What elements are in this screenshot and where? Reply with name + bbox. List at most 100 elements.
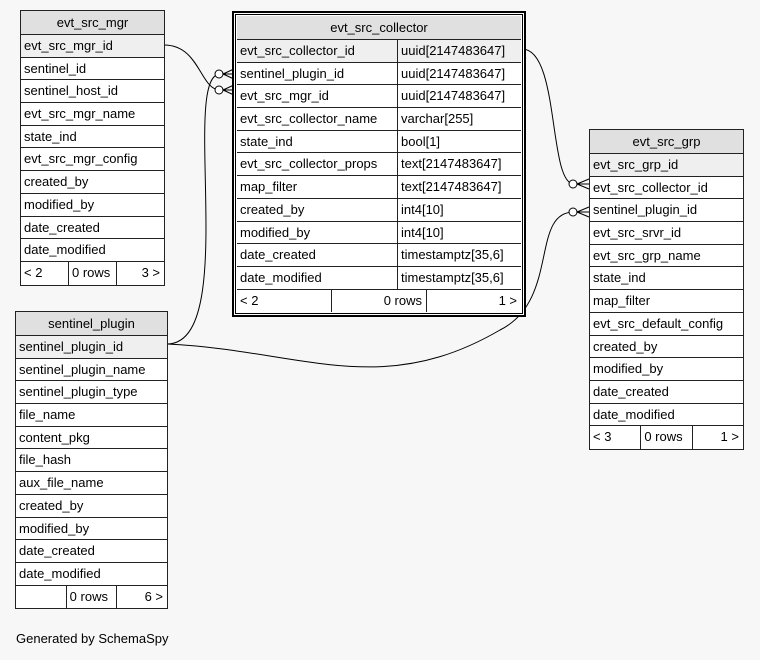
- column-row[interactable]: evt_src_grp_id: [590, 154, 743, 177]
- table-title[interactable]: sentinel_plugin: [16, 312, 167, 336]
- column-name: modified_by: [240, 224, 311, 240]
- column-name: sentinel_plugin_id: [593, 202, 698, 218]
- children-link[interactable]: 6 >: [116, 585, 167, 609]
- column-row[interactable]: modified_by int4[10]: [237, 221, 521, 245]
- column-name: date_created: [240, 247, 316, 263]
- column-name: evt_src_grp_id: [593, 157, 679, 172]
- column-name: evt_src_mgr_config: [24, 151, 138, 167]
- column-type: int4[10]: [397, 221, 521, 244]
- column-row[interactable]: evt_src_srvr_id: [590, 222, 743, 245]
- column-row[interactable]: created_by: [16, 495, 167, 518]
- column-row[interactable]: date_modified: [21, 239, 164, 262]
- column-row[interactable]: state_ind: [590, 267, 743, 291]
- column-row[interactable]: evt_src_collector_id: [590, 177, 743, 200]
- column-row[interactable]: date_created: [590, 381, 743, 404]
- column-name: date_created: [24, 219, 100, 235]
- column-name: evt_src_default_config: [593, 315, 724, 331]
- column-name: created_by: [240, 201, 305, 217]
- column-name: modified_by: [593, 361, 664, 377]
- column-row[interactable]: created_by: [21, 171, 164, 194]
- edge-plugin-to-collector: [166, 73, 221, 345]
- column-name: sentinel_id: [24, 60, 87, 76]
- column-name: evt_src_srvr_id: [593, 225, 682, 241]
- parents-link[interactable]: < 2: [240, 292, 259, 308]
- row-count: 0 rows: [68, 261, 116, 285]
- column-row[interactable]: date_modified: [590, 404, 743, 427]
- column-row[interactable]: modified_by: [590, 358, 743, 381]
- column-row[interactable]: evt_src_grp_name: [590, 245, 743, 268]
- column-type: uuid[2147483647]: [397, 62, 521, 85]
- column-name: created_by: [19, 497, 84, 513]
- column-row[interactable]: date_created: [21, 217, 164, 240]
- parents-link[interactable]: [16, 586, 66, 609]
- column-name: date_created: [593, 383, 669, 399]
- table-title[interactable]: evt_src_grp: [590, 130, 743, 154]
- column-name: map_filter: [240, 179, 298, 195]
- column-row[interactable]: created_by: [590, 336, 743, 359]
- column-row[interactable]: aux_file_name: [16, 472, 167, 495]
- column-name: content_pkg: [19, 429, 90, 445]
- column-row[interactable]: map_filter text[2147483647]: [237, 176, 521, 199]
- column-row[interactable]: evt_src_collector_id uuid[2147483647]: [237, 40, 521, 63]
- column-row[interactable]: sentinel_plugin_id: [16, 336, 167, 359]
- column-row[interactable]: date_created: [16, 540, 167, 563]
- parents-link[interactable]: < 2: [24, 264, 43, 280]
- column-name: file_name: [19, 407, 76, 423]
- column-row[interactable]: state_ind: [21, 126, 164, 149]
- column-name: sentinel_host_id: [24, 83, 118, 99]
- children-link[interactable]: 3 >: [116, 261, 164, 285]
- column-row[interactable]: evt_src_mgr_config: [21, 148, 164, 172]
- column-type: timestamptz[35,6]: [397, 266, 521, 289]
- children-link[interactable]: 1 >: [426, 289, 521, 313]
- column-name: date_modified: [24, 242, 106, 258]
- column-row[interactable]: date_created timestamptz[35,6]: [237, 244, 521, 267]
- column-name: date_modified: [593, 406, 675, 422]
- column-row[interactable]: sentinel_id: [21, 58, 164, 81]
- column-name: evt_src_collector_props: [240, 156, 378, 172]
- edge-collector-to-grp: [521, 48, 575, 185]
- column-name: created_by: [24, 174, 89, 190]
- parents-link[interactable]: < 3: [593, 429, 612, 445]
- edge-mgr-to-collector: [163, 44, 221, 91]
- column-name: sentinel_plugin_id: [240, 65, 345, 81]
- column-name: date_modified: [19, 565, 101, 581]
- column-row[interactable]: modified_by: [16, 518, 167, 541]
- column-row[interactable]: sentinel_host_id: [21, 80, 164, 104]
- column-row[interactable]: evt_src_default_config: [590, 313, 743, 336]
- column-row[interactable]: modified_by: [21, 194, 164, 217]
- edge-plugin-to-grp: [166, 211, 575, 368]
- children-link[interactable]: 1 >: [691, 426, 743, 449]
- column-name: evt_src_mgr_id: [24, 38, 113, 53]
- column-row[interactable]: evt_src_mgr_name: [21, 103, 164, 126]
- column-row[interactable]: sentinel_plugin_name: [16, 359, 167, 382]
- column-row[interactable]: sentinel_plugin_type: [16, 381, 167, 405]
- column-name: sentinel_plugin_name: [19, 361, 146, 377]
- column-row[interactable]: map_filter: [590, 290, 743, 313]
- column-name: sentinel_plugin_type: [19, 384, 138, 400]
- column-type: timestamptz[35,6]: [397, 244, 521, 266]
- table-evt-src-grp[interactable]: evt_src_grp evt_src_grp_id evt_src_collect…: [589, 129, 744, 450]
- column-row[interactable]: content_pkg: [16, 427, 167, 450]
- table-title[interactable]: evt_src_mgr: [21, 11, 164, 35]
- column-row[interactable]: sentinel_plugin_id: [590, 199, 743, 223]
- column-name: evt_src_collector_id: [240, 43, 355, 58]
- table-title[interactable]: evt_src_collector: [237, 16, 521, 40]
- column-row[interactable]: evt_src_mgr_id: [21, 35, 164, 58]
- column-type: text[2147483647]: [397, 176, 521, 198]
- column-type: uuid[2147483647]: [397, 40, 521, 62]
- column-row[interactable]: date_modified: [16, 563, 167, 586]
- column-row[interactable]: sentinel_plugin_id uuid[2147483647]: [237, 62, 521, 86]
- column-row[interactable]: file_hash: [16, 449, 167, 473]
- column-row[interactable]: file_name: [16, 404, 167, 427]
